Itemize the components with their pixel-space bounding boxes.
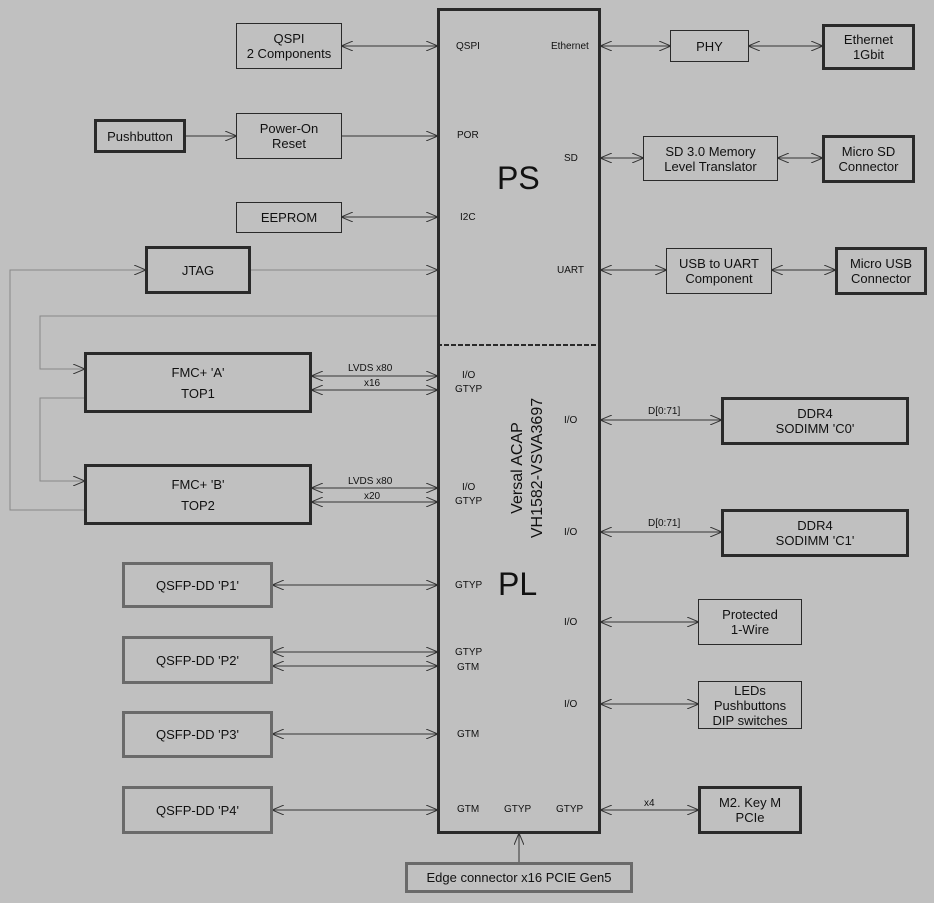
pin-qsfp-p2-gtyp: GTYP [455, 647, 483, 658]
jtag-block[interactable]: JTAG [145, 246, 251, 294]
bus-ddr-c0: D[0:71] [648, 406, 681, 417]
pin-i2c: I2C [460, 212, 476, 223]
pin-leds: I/O [564, 699, 578, 710]
wire-jtag-loop-top [39, 315, 437, 369]
fmc-b-block[interactable]: FMC+ 'B'TOP2 [84, 464, 312, 525]
pin-fmc-a-gtyp: GTYP [455, 384, 483, 395]
bus-fmc-a-lvds: LVDS x80 [348, 363, 393, 374]
phy-block[interactable]: PHY [670, 30, 749, 62]
pl-region-label: PL [498, 566, 538, 602]
qsfp-dd-p1-block[interactable]: QSFP-DD 'P1' [122, 562, 273, 608]
wire-jtag-loop-mid [39, 397, 84, 481]
pin-ethernet: Ethernet [551, 41, 589, 52]
bus-fmc-a-gt: x16 [364, 378, 381, 389]
device-name: Versal ACAP VH1582-VSVA3697 [508, 338, 548, 598]
bus-ddr-c1: D[0:71] [648, 518, 681, 529]
pin-ddr-c1: I/O [564, 527, 578, 538]
pin-qsfp-p1: GTYP [455, 580, 483, 591]
fmc-a-block[interactable]: FMC+ 'A'TOP1 [84, 352, 312, 413]
eeprom-block[interactable]: EEPROM [236, 202, 342, 233]
qsfp-dd-p3-block[interactable]: QSFP-DD 'P3' [122, 711, 273, 758]
bus-fmc-b-gt: x20 [364, 491, 381, 502]
pin-uart: UART [557, 265, 585, 276]
device-family: Versal ACAP [509, 422, 526, 514]
pin-qsfp-p3: GTM [457, 729, 480, 740]
device-part-number: VH1582-VSVA3697 [529, 397, 546, 539]
pin-qsfp-p2-gtm: GTM [457, 662, 480, 673]
qsfp-dd-p4-block[interactable]: QSFP-DD 'P4' [122, 786, 273, 834]
pin-fmc-b-gtyp: GTYP [455, 496, 483, 507]
qsfp-dd-p2-block[interactable]: QSFP-DD 'P2' [122, 636, 273, 684]
pin-fmc-b-io: I/O [462, 482, 476, 493]
wire-jtag-chain [9, 269, 145, 511]
bus-m2: x4 [644, 798, 655, 809]
pin-one-wire: I/O [564, 617, 578, 628]
pin-ddr-c0: I/O [564, 415, 578, 426]
versal-acap-device [437, 8, 601, 834]
pin-qsfp-p4: GTM [457, 804, 480, 815]
bus-fmc-b-lvds: LVDS x80 [348, 476, 393, 487]
pin-qspi: QSPI [456, 41, 480, 52]
pushbutton-block[interactable]: Pushbutton [94, 119, 186, 153]
pin-m2-gtyp: GTYP [556, 804, 584, 815]
edge-connector-block[interactable]: Edge connector x16 PCIE Gen5 [405, 862, 633, 893]
pin-fmc-a-io: I/O [462, 370, 476, 381]
pin-por: POR [457, 130, 479, 141]
ps-region-label: PS [497, 160, 540, 196]
pin-bottom-gtyp: GTYP [504, 804, 532, 815]
pin-sd: SD [564, 153, 578, 164]
